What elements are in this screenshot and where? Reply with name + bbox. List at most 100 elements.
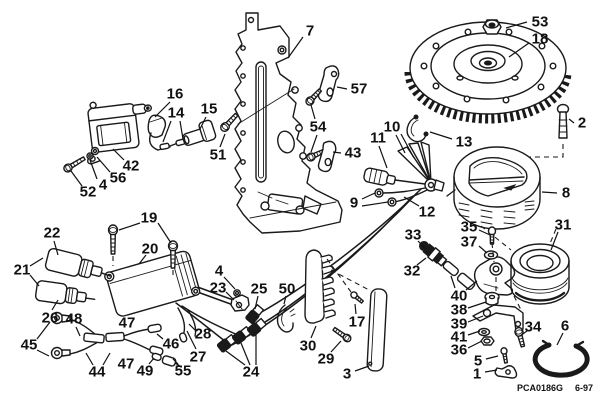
- callout-leader-22: [53, 240, 59, 256]
- callout-13: 13: [456, 134, 473, 151]
- power-pack-bolt-right: [167, 240, 179, 269]
- callout-34: 34: [525, 319, 542, 336]
- terminal-nut: [233, 289, 241, 297]
- callout-33: 33: [405, 227, 422, 244]
- callout-49: 49: [137, 363, 154, 380]
- callout-leader-42: [112, 148, 125, 161]
- callout-55: 55: [175, 363, 192, 380]
- retainer-cup: [510, 243, 570, 305]
- lead-wires-bullets: [177, 307, 197, 343]
- callout-21: 21: [14, 262, 31, 279]
- plug-connectors-24: [216, 317, 267, 353]
- retainer-alignment-dash-2: [330, 269, 372, 292]
- callout-leader-1: [484, 369, 498, 373]
- callout-leader-44: [102, 352, 111, 366]
- callout-leader-30: [310, 325, 317, 339]
- cable-clamp-upper: [317, 65, 340, 103]
- callout-24: 24: [243, 364, 260, 381]
- callout-leader-43: [332, 151, 342, 154]
- callout-22: 22: [44, 225, 61, 242]
- callout-leader-54: [310, 104, 316, 120]
- callout-27: 27: [190, 349, 207, 366]
- washer-41: [477, 327, 491, 337]
- callout-2: 2: [578, 115, 586, 132]
- callout-leader-41: [467, 330, 481, 336]
- coil-lead-wires: [157, 138, 186, 151]
- grommet-38: [484, 291, 500, 306]
- callout-leader-14: [162, 120, 172, 143]
- callout-14: 14: [168, 105, 185, 122]
- callout-leader-24: [240, 342, 251, 366]
- callout-leader-45: [36, 349, 50, 357]
- callout-leader-8: [541, 191, 558, 194]
- callout-leader-10: [395, 134, 406, 154]
- callout-40: 40: [451, 288, 468, 305]
- callout-29: 29: [318, 351, 335, 368]
- callout-leader-13: [429, 131, 453, 140]
- callout-leader-28: [188, 323, 197, 332]
- power-pack: [104, 250, 201, 317]
- callout-leader-57: [336, 86, 348, 90]
- callout-36: 36: [451, 342, 468, 359]
- callout-leader-9: [361, 201, 389, 207]
- nut-36: [480, 336, 495, 346]
- spark-plug-boot: [147, 114, 167, 151]
- callout-leader-35: [478, 229, 491, 236]
- retainer-screw-29: [332, 326, 352, 343]
- footer-date-code: 6-97: [575, 383, 593, 393]
- clamp-screw-5: [500, 347, 509, 364]
- wire-harness: [50, 311, 182, 368]
- callout-leader-40: [465, 280, 478, 291]
- callout-leader-52: [70, 170, 83, 187]
- callout-leader-21: [29, 274, 40, 287]
- callout-leader-11: [378, 145, 388, 169]
- callout-leader-14: [179, 120, 184, 140]
- callout-leader-17: [354, 303, 357, 315]
- callout-53: 53: [532, 14, 549, 31]
- callout-leader-32: [416, 257, 427, 266]
- plug-connector-25: [245, 304, 265, 325]
- callout-52: 52: [80, 184, 97, 201]
- callout-31: 31: [555, 217, 572, 234]
- alignment-dash-stator-left: [480, 225, 512, 251]
- callout-leader-7: [287, 36, 304, 59]
- callout-leader-27: [186, 330, 197, 350]
- callout-leader-12: [403, 196, 420, 207]
- alignment-dash-stator-right: [548, 228, 557, 247]
- callout-leader-15: [199, 116, 207, 130]
- callout-30: 30: [300, 338, 317, 355]
- callout-10: 10: [384, 119, 401, 136]
- callout-leader-40: [450, 275, 456, 289]
- callout-15: 15: [201, 101, 218, 118]
- callout-leader-26: [51, 299, 59, 311]
- callout-47: 47: [118, 356, 135, 373]
- callout-43: 43: [345, 145, 362, 162]
- callout-leader-10: [400, 133, 415, 159]
- callout-leader-21: [29, 257, 44, 267]
- callout-leader-9: [361, 192, 376, 200]
- snap-ring: [532, 339, 590, 378]
- anchor-bracket-39: [472, 304, 524, 332]
- callout-42: 42: [123, 158, 140, 175]
- callout-9: 9: [350, 195, 358, 212]
- callout-leader-51: [219, 133, 226, 148]
- screw-alignment-dash-35: [491, 242, 495, 263]
- retainer-clip-13: [406, 114, 429, 143]
- sensor-assembly: [419, 241, 476, 291]
- wire-retainer: [304, 249, 336, 324]
- flywheel-nut: [482, 19, 502, 35]
- callout-leader-25: [254, 295, 259, 310]
- rubber-elbow: [182, 119, 217, 147]
- callout-19: 19: [141, 210, 158, 227]
- callout-leader-3: [354, 365, 370, 372]
- clamp-screw-upper: [305, 88, 323, 106]
- callout-45: 45: [21, 337, 38, 354]
- callout-50: 50: [279, 281, 296, 298]
- callout-25: 25: [251, 281, 268, 298]
- callout-44: 44: [89, 364, 106, 381]
- stator-ring: [446, 146, 541, 230]
- callout-leader-19: [118, 222, 141, 231]
- callout-leader-50: [283, 295, 287, 305]
- callout-8: 8: [562, 185, 570, 202]
- sensor-mount-bracket: [473, 256, 516, 296]
